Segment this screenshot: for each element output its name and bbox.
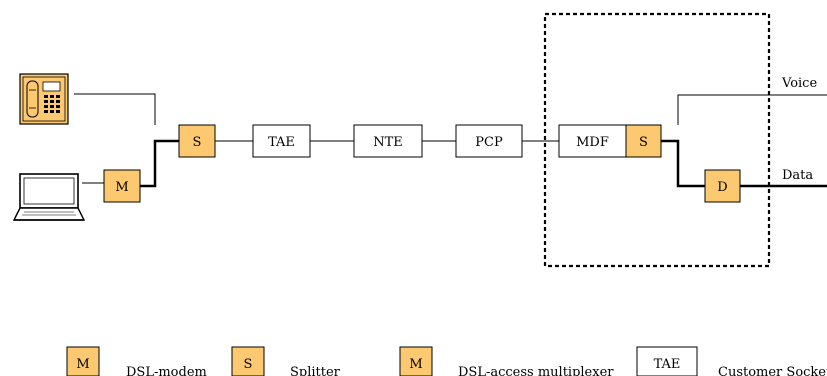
node-pcp-label: PCP — [475, 135, 503, 150]
legend-symbol-dslam: M — [409, 357, 422, 372]
data-label: Data — [782, 168, 813, 183]
legend-symbol-customer-socket: TAE — [654, 357, 681, 372]
voice-line — [677, 94, 827, 125]
legend-label-customer-socket: Customer Socket — [718, 365, 827, 376]
node-dslam: D — [704, 169, 741, 203]
phone-wire — [74, 93, 156, 125]
legend-label-splitter: Splitter — [290, 365, 341, 376]
modem-to-splitter-wire — [140, 139, 179, 188]
node-pcp: PCP — [455, 124, 523, 158]
legend-item-modem: M DSL-modem — [66, 346, 207, 376]
wires — [74, 93, 827, 188]
splitter-to-dslam-wire — [661, 139, 705, 188]
node-dslam-label: D — [717, 180, 727, 195]
legend-label-dslam: DSL-access multiplexer — [458, 365, 614, 376]
voice-label: Voice — [781, 76, 817, 91]
legend-symbol-splitter: S — [244, 357, 253, 372]
node-splitter-exchange-label: S — [639, 135, 648, 150]
legend-symbol-modem: M — [76, 357, 89, 372]
legend-item-splitter: S Splitter — [231, 346, 341, 376]
node-mdf-label: MDF — [576, 135, 609, 150]
node-nte: NTE — [353, 124, 423, 158]
legend: M DSL-modem S Splitter M DSL-access mult… — [66, 346, 827, 376]
node-nte-label: NTE — [373, 135, 403, 150]
telephone-icon — [19, 73, 69, 125]
node-splitter-customer-label: S — [193, 135, 202, 150]
legend-item-dslam: M DSL-access multiplexer — [399, 346, 614, 376]
node-tae-label: TAE — [268, 135, 295, 150]
laptop-icon — [12, 173, 86, 221]
exchange-boundary — [543, 12, 771, 268]
node-splitter-customer: S — [178, 124, 216, 158]
legend-item-customer-socket: TAE Customer Socket — [636, 346, 827, 376]
node-modem-label: M — [115, 180, 128, 195]
node-splitter-exchange: S — [625, 124, 662, 158]
node-tae: TAE — [252, 124, 311, 158]
node-modem: M — [103, 169, 141, 203]
legend-label-modem: DSL-modem — [126, 365, 207, 376]
node-mdf: MDF — [558, 124, 627, 158]
